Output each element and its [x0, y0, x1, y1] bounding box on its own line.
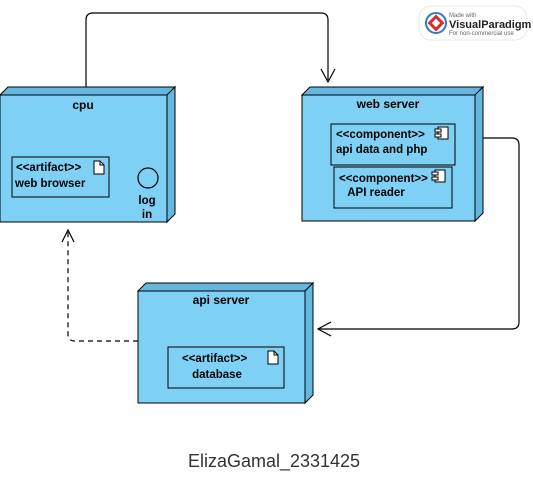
component-api-reader[interactable]: <<component>> API reader: [333, 166, 453, 209]
component-name: API reader: [347, 187, 405, 199]
interface-lollipop-icon: [137, 167, 159, 189]
connector-apiserver-to-cpu[interactable]: [61, 228, 138, 342]
diagram-caption: ElizaGamal_2331425: [188, 451, 360, 472]
arrowhead-icon: [320, 68, 336, 84]
artifact-name: web browser: [14, 178, 86, 190]
artifact-stereotype: <<artifact>>: [182, 353, 247, 365]
interface-label-line1: log: [138, 195, 155, 207]
component-name: api data and php: [336, 144, 427, 156]
watermark-license: For non-commercial use: [449, 31, 514, 37]
node-web-server[interactable]: web server <<component>> api data and ph…: [300, 85, 485, 223]
component-stereotype: <<component>>: [336, 129, 425, 141]
artifact-web-browser[interactable]: <<artifact>> web browser: [11, 156, 110, 198]
connector-webserver-to-apiserver[interactable]: [316, 137, 520, 337]
arrowhead-icon: [316, 321, 332, 337]
artifact-database[interactable]: <<artifact>> database: [167, 346, 285, 389]
document-icon: [93, 160, 105, 175]
artifact-stereotype: <<artifact>>: [16, 162, 81, 174]
connector-cpu-to-webserver[interactable]: [85, 12, 336, 87]
node-cpu[interactable]: cpu <<artifact>> web browser log in: [0, 85, 177, 224]
interface-log-in[interactable]: log in: [137, 167, 159, 221]
visual-paradigm-watermark: Made with VisualParadigm For non-commerc…: [418, 5, 532, 41]
component-icon: [434, 126, 449, 140]
component-icon: [431, 169, 446, 183]
arrowhead-icon: [61, 228, 75, 243]
watermark-made-with: Made with: [449, 13, 476, 19]
artifact-name: database: [192, 369, 242, 381]
visual-paradigm-logo-icon: [425, 12, 447, 34]
node-api-server[interactable]: api server <<artifact>> database: [136, 281, 315, 405]
node-cpu-title: cpu: [72, 98, 93, 112]
node-web-server-title: web server: [356, 97, 420, 111]
node-api-server-title: api server: [193, 293, 250, 307]
interface-label-line2: in: [142, 209, 152, 221]
component-stereotype: <<component>>: [339, 173, 428, 185]
document-icon: [267, 350, 279, 365]
component-api-data-and-php[interactable]: <<component>> api data and php: [330, 123, 456, 166]
watermark-brand: VisualParadigm: [449, 19, 532, 31]
